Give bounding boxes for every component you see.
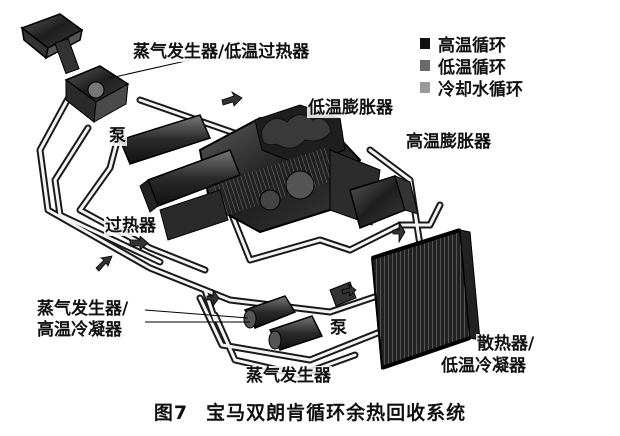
- superheater-unit: [118, 114, 241, 241]
- figure-title: 宝马双朗肯循环余热回收系统: [206, 402, 467, 424]
- label-high-temp-expander: 高温膨胀器: [405, 132, 492, 152]
- steam-generator-low-superheater: [20, 13, 84, 75]
- label-steam-gen-high-condenser-line1: 蒸气发生器/: [36, 299, 130, 319]
- flow-arrows: [95, 90, 406, 308]
- legend-label-high-temp: 高温循环: [438, 35, 506, 56]
- leader-lines: [109, 59, 250, 323]
- legend-swatch-low-temp: [420, 59, 430, 71]
- label-pump-bottom: 泵: [329, 318, 348, 338]
- legend-label-coolant: 冷却水循环: [438, 79, 523, 100]
- legend-item-coolant: 冷却水循环: [420, 76, 570, 100]
- legend-item-low-temp: 低温循环: [420, 54, 570, 78]
- label-superheater: 过热器: [104, 216, 157, 236]
- pipe-inner: [38, 93, 442, 377]
- legend-swatch-high-temp: [420, 37, 430, 49]
- label-steam-gen-high-condenser-line2: 高温冷凝器: [36, 320, 123, 340]
- label-radiator-low-condenser-line1: 散热器/: [476, 334, 536, 354]
- legend-item-high-temp: 高温循环: [420, 32, 570, 56]
- legend-label-low-temp: 低温循环: [438, 57, 506, 78]
- engine-block: [198, 104, 381, 234]
- figure-number: 图7: [153, 402, 189, 424]
- legend: 高温循环 低温循环 冷却水循环: [420, 32, 570, 100]
- label-steam-gen-bottom: 蒸气发生器: [245, 366, 332, 386]
- radiator-unit: [370, 228, 481, 370]
- pump-top-unit: [64, 65, 130, 123]
- label-steam-gen-low-superheater: 蒸气发生器/低温过热器: [132, 42, 311, 62]
- high-temp-expander-unit: [349, 175, 419, 230]
- label-radiator-low-condenser-line2: 低温冷凝器: [440, 356, 527, 376]
- label-pump-top: 泵: [108, 126, 127, 146]
- steam-gen-bottom-unit: [268, 315, 324, 351]
- legend-swatch-coolant: [420, 81, 430, 93]
- steam-gen-high-condenser-unit: [243, 295, 297, 329]
- label-low-temp-expander: 低温膨胀器: [307, 98, 394, 118]
- figure-caption: 图7 宝马双朗肯循环余热回收系统: [0, 398, 620, 425]
